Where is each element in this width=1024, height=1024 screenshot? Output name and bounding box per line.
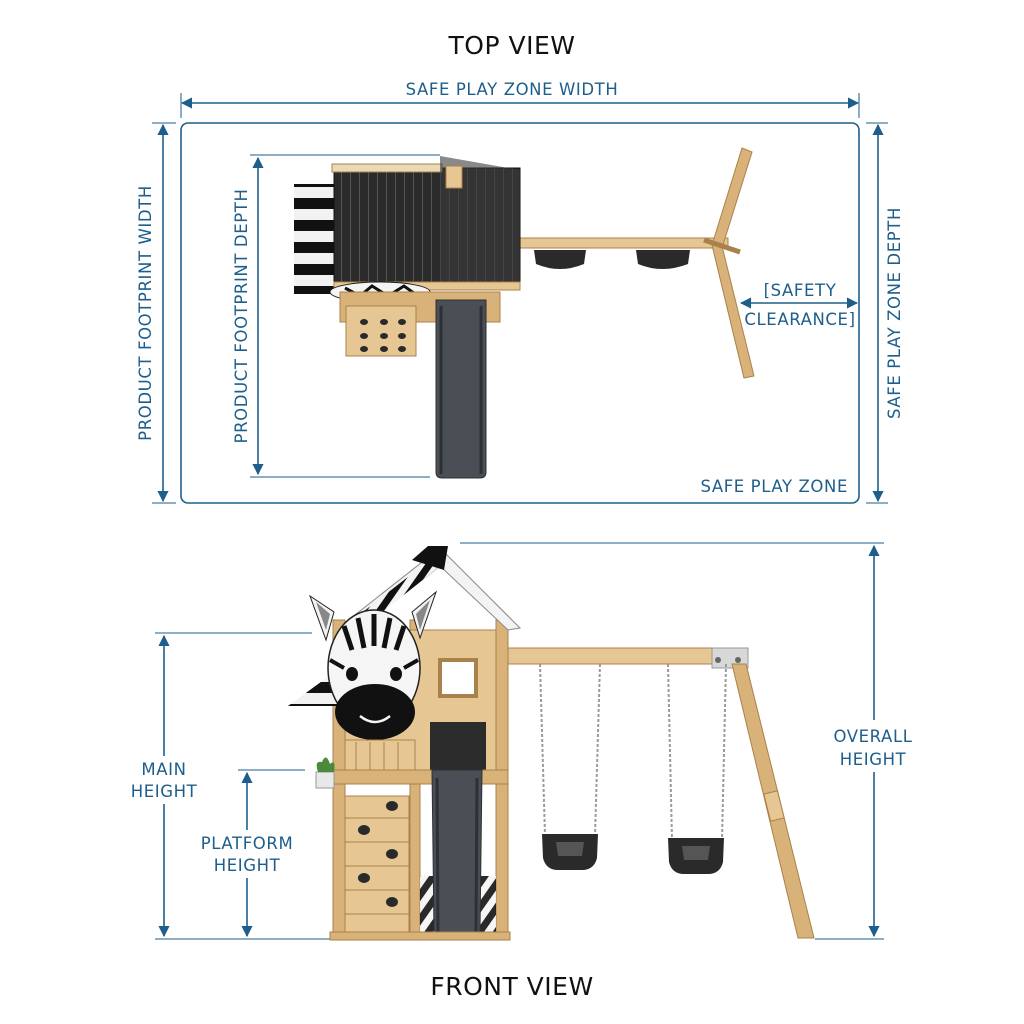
safe-play-zone-label: SAFE PLAY ZONE <box>700 477 848 496</box>
top-view-title: TOP VIEW <box>448 31 576 60</box>
platform-height-dimension: PLATFORM HEIGHT <box>194 769 305 938</box>
main-height-label-line2: HEIGHT <box>131 782 198 801</box>
climbing-hold-icon <box>360 319 406 352</box>
platform-height-label-line2: HEIGHT <box>214 856 281 875</box>
swing-seat-icon <box>636 250 690 269</box>
playset-front-view-illustration <box>288 546 815 941</box>
product-footprint-width-label: PRODUCT FOOTPRINT WIDTH <box>136 185 155 441</box>
main-height-label-line1: MAIN <box>141 760 186 779</box>
product-footprint-depth-dimension: PRODUCT FOOTPRINT DEPTH <box>232 154 440 478</box>
overall-height-label-line1: OVERALL <box>833 727 912 746</box>
product-footprint-width-dimension: PRODUCT FOOTPRINT WIDTH <box>136 122 176 504</box>
safety-clearance-dimension: [SAFETY CLEARANCE] <box>739 281 859 329</box>
slide-icon <box>431 769 483 941</box>
slide-icon <box>435 299 487 479</box>
swing-seat-icon <box>534 250 586 269</box>
front-view-title: FRONT VIEW <box>430 972 593 1001</box>
safety-clearance-label-line2: CLEARANCE] <box>744 310 855 329</box>
zebra-head-decoration <box>309 590 438 740</box>
safe-play-zone-width-dimension: SAFE PLAY ZONE WIDTH <box>180 80 860 118</box>
main-height-dimension: MAIN HEIGHT <box>122 632 330 940</box>
product-footprint-depth-label: PRODUCT FOOTPRINT DEPTH <box>232 189 251 444</box>
overall-height-label-line2: HEIGHT <box>840 750 907 769</box>
safe-play-zone-boundary <box>180 122 860 504</box>
climbing-hold-icon <box>358 801 398 907</box>
safe-play-zone-depth-dimension: SAFE PLAY ZONE DEPTH <box>866 122 904 504</box>
overall-height-dimension: OVERALL HEIGHT <box>460 542 922 940</box>
platform-height-label-line1: PLATFORM <box>201 834 294 853</box>
playset-top-view-illustration <box>294 147 755 479</box>
safe-play-zone-depth-label: SAFE PLAY ZONE DEPTH <box>885 207 904 419</box>
safe-play-zone-width-label: SAFE PLAY ZONE WIDTH <box>406 80 619 99</box>
safety-clearance-label-line1: [SAFETY <box>764 281 837 300</box>
